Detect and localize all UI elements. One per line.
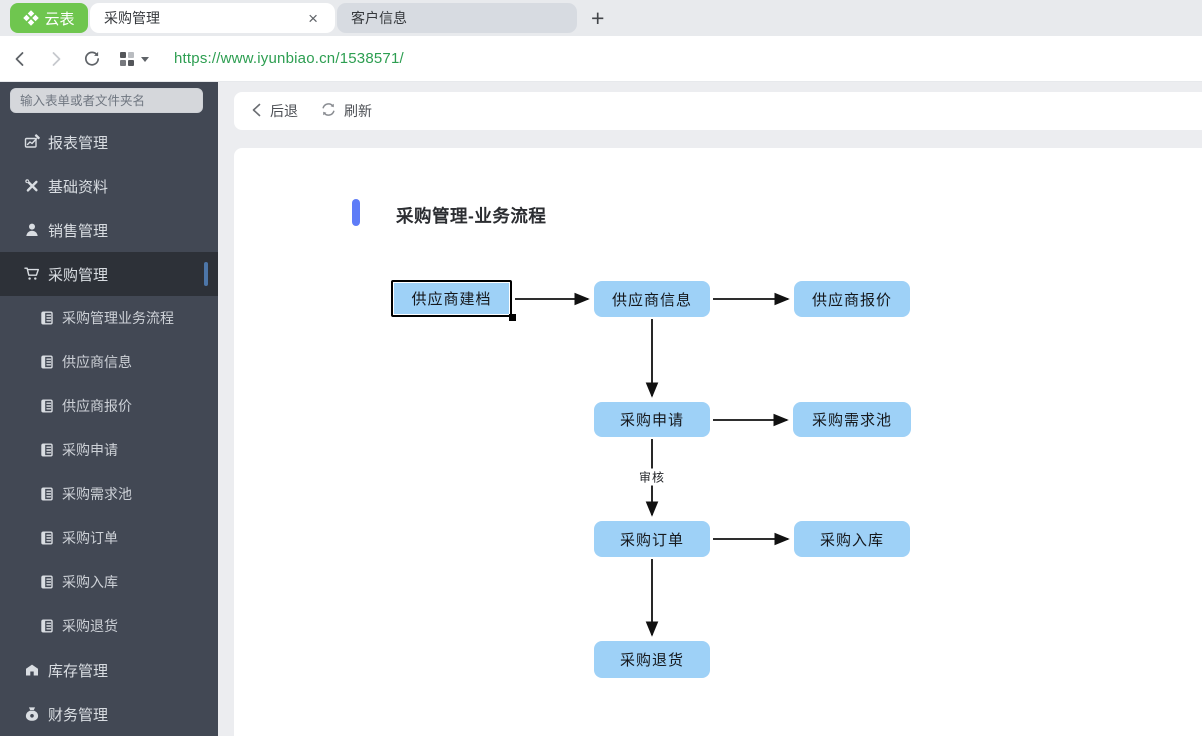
flow-node[interactable]: 供应商报价 [794,281,910,317]
sidebar-item[interactable]: 采购退货 [0,604,218,648]
form-icon [40,531,54,545]
back-button[interactable]: 后退 [250,101,298,121]
sidebar-item-label: 销售管理 [48,222,109,240]
sidebar-item[interactable]: 供应商报价 [0,384,218,428]
flow-node-label: 采购退货 [619,652,684,669]
logo-text: 云表 [44,10,75,28]
form-icon [40,619,54,633]
sidebar-item[interactable]: 供应商信息 [0,340,218,384]
back-button-label: 后退 [270,103,298,119]
sidebar-item-label: 财务管理 [48,706,109,724]
sidebar-search-input[interactable] [10,88,203,113]
sidebar-item-label: 采购订单 [62,530,118,546]
tab-strip: 采购管理 × 客户信息 [88,0,577,36]
flow-node[interactable]: 采购申请 [594,402,710,437]
sidebar-item[interactable]: 基础资料 [0,164,218,208]
sidebar-item-label: 采购退货 [62,618,118,634]
sidebar-item[interactable]: 报表管理 [0,120,218,164]
flow-node[interactable]: 采购退货 [594,641,710,678]
browser-nav-bar: https://www.iyunbiao.cn/1538571/ [0,36,1202,82]
report-chart-icon [24,134,40,150]
sidebar-item[interactable]: 库存管理 [0,648,218,692]
flow-node[interactable]: 采购入库 [794,521,910,557]
sidebar-item[interactable]: 销售管理 [0,208,218,252]
form-icon [40,399,54,413]
flow-node-label: 供应商信息 [611,291,692,309]
flow-node[interactable]: 供应商信息 [594,281,710,317]
flow-node-label: 供应商报价 [811,291,892,309]
browser-tab[interactable]: 采购管理 × [90,3,335,33]
resize-handle[interactable] [509,314,516,321]
tools-icon [24,178,40,194]
sidebar-item-label: 基础资料 [48,178,109,196]
person-icon [24,222,40,238]
sidebar-item[interactable]: 采购需求池 [0,472,218,516]
sidebar-item[interactable]: 采购申请 [0,428,218,472]
apps-grid-icon[interactable] [118,50,136,68]
sidebar-item-label: 报表管理 [48,134,109,152]
refresh-circular-icon [320,101,337,121]
cart-icon [24,266,40,282]
back-icon[interactable] [10,49,30,69]
sidebar-item-label: 采购需求池 [62,486,132,502]
page-title: 采购管理-业务流程 [396,206,547,226]
form-icon [40,487,54,501]
chevron-left-icon [250,103,263,120]
sidebar-item[interactable]: 财务管理 [0,692,218,736]
sidebar-item-label: 供应商报价 [62,398,132,414]
flow-node[interactable]: 采购需求池 [793,402,911,437]
sidebar-item[interactable]: 采购管理业务流程 [0,296,218,340]
browser-tab[interactable]: 客户信息 [337,3,577,33]
sidebar-item[interactable]: 采购管理 [0,252,218,296]
sidebar-item-label: 供应商信息 [62,354,132,370]
refresh-button[interactable]: 刷新 [320,101,372,121]
yunbiao-logo[interactable]: 云表 [10,3,88,33]
form-icon [40,443,54,457]
tab-close-icon[interactable]: × [308,8,318,28]
flow-node-label: 供应商建档 [411,291,492,308]
form-icon [40,575,54,589]
sidebar-item-label: 采购管理业务流程 [62,310,174,326]
title-accent-bar [352,199,360,226]
money-bag-icon [24,706,40,722]
url-text[interactable]: https://www.iyunbiao.cn/1538571/ [174,50,404,67]
form-icon [40,311,54,325]
flow-node-label: 采购订单 [619,531,684,549]
content-panel [234,148,1202,736]
flow-node-label: 采购需求池 [811,412,892,429]
flow-node[interactable]: 采购订单 [594,521,710,557]
sidebar-item-label: 采购申请 [62,442,118,458]
forward-icon[interactable] [46,49,66,69]
tab-label: 采购管理 [104,10,160,26]
tab-label: 客户信息 [351,10,407,26]
sidebar-item-label: 采购入库 [62,574,118,590]
page-toolbar: 后退 刷新 [234,92,1202,130]
refresh-button-label: 刷新 [344,103,372,119]
sidebar-item[interactable]: 采购入库 [0,560,218,604]
sidebar-menu: 报表管理基础资料销售管理采购管理采购管理业务流程供应商信息供应商报价采购申请采购… [0,120,218,736]
warehouse-icon [24,662,40,678]
flow-node[interactable]: 供应商建档 [391,280,512,317]
new-tab-button[interactable]: + [591,4,605,31]
active-indicator [204,262,208,286]
sidebar-item-label: 采购管理 [48,266,109,284]
flow-node-label: 采购申请 [619,412,684,429]
sidebar-item[interactable]: 采购订单 [0,516,218,560]
sidebar: 报表管理基础资料销售管理采购管理采购管理业务流程供应商信息供应商报价采购申请采购… [0,82,218,736]
refresh-icon[interactable] [82,49,102,69]
flow-node-label: 采购入库 [819,531,884,549]
browser-tab-bar: 云表 采购管理 × 客户信息 + [0,0,1202,36]
sidebar-item-label: 库存管理 [48,662,109,680]
form-icon [40,355,54,369]
diamond-logo-icon [23,10,40,26]
grid-dropdown-caret-icon[interactable] [140,55,150,63]
